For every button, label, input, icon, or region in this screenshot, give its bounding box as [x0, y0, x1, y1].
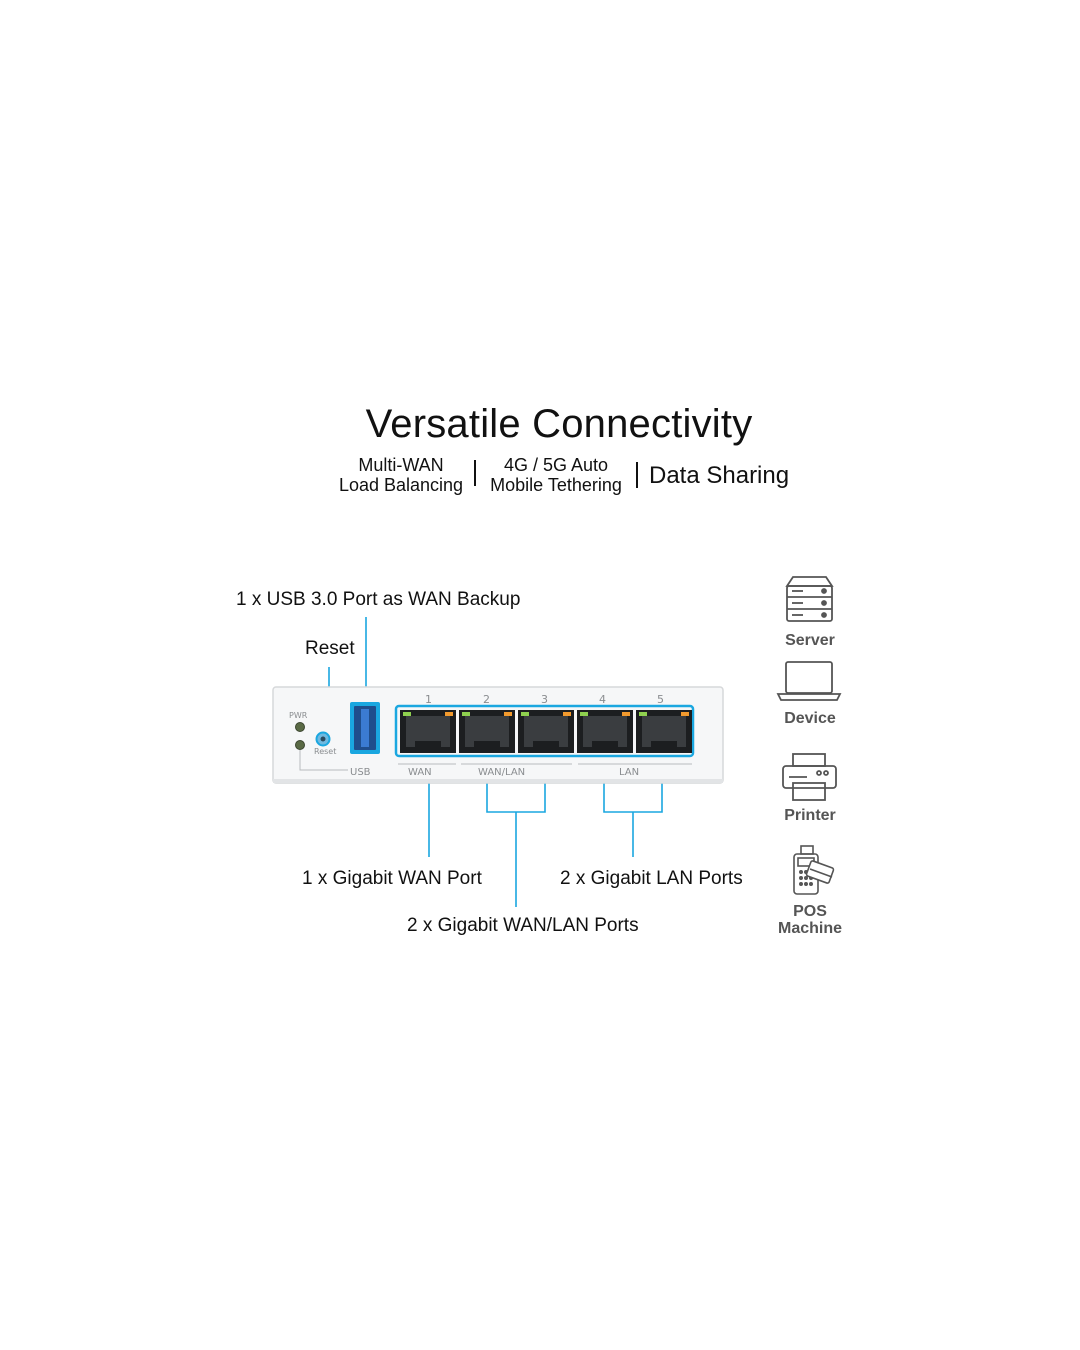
server-icon	[785, 576, 834, 622]
ethernet-ports-highlight	[394, 704, 695, 758]
server-label: Server	[785, 632, 835, 649]
usb-port-tongue	[361, 709, 369, 747]
feature-line: 4G / 5G Auto	[503, 455, 609, 475]
pos-label-line2: Machine	[777, 920, 842, 937]
feature-data-sharing: Data Sharing	[649, 462, 790, 489]
router-base	[273, 779, 723, 783]
callout-wanlan: 2 x Gigabit WAN/LAN Ports	[407, 915, 639, 936]
reset-pinhole	[320, 736, 326, 742]
callout-usb: 1 x USB 3.0 Port as WAN Backup	[236, 589, 521, 610]
feature-line: Load Balancing	[338, 475, 464, 495]
ethernet-port-1[interactable]	[400, 710, 456, 753]
pos-machine-label: POS Machine	[760, 903, 860, 937]
pos-terminal-icon	[793, 845, 835, 895]
status-led	[295, 740, 305, 750]
page-title: Versatile Connectivity	[365, 402, 753, 446]
laptop-icon	[776, 661, 842, 701]
ethernet-port-3[interactable]	[518, 710, 574, 753]
callout-lan: 2 x Gigabit LAN Ports	[560, 868, 743, 889]
usb-label: USB	[350, 767, 371, 778]
callout-reset: Reset	[305, 638, 355, 659]
pos-label-line1: POS	[793, 903, 827, 920]
wanlan-label: WAN/LAN	[478, 767, 525, 778]
feature-mobile-tethering: 4G / 5G Auto Mobile Tethering	[484, 455, 628, 495]
port-number: 5	[657, 693, 664, 706]
port-number: 2	[483, 693, 490, 706]
port-number: 3	[541, 693, 548, 706]
printer-label: Printer	[784, 807, 836, 824]
separator	[636, 462, 638, 488]
callout-wan: 1 x Gigabit WAN Port	[302, 868, 482, 889]
separator	[474, 460, 476, 486]
pwr-led	[295, 722, 305, 732]
port-number: 4	[599, 693, 606, 706]
printer-icon	[782, 753, 837, 801]
lan-label: LAN	[619, 767, 639, 778]
ethernet-port-5[interactable]	[636, 710, 692, 753]
feature-multi-wan: Multi-WAN Load Balancing	[336, 455, 466, 495]
reset-label: Reset	[314, 747, 336, 756]
ethernet-port-2[interactable]	[459, 710, 515, 753]
feature-line: Mobile Tethering	[490, 475, 622, 495]
wan-label: WAN	[408, 767, 432, 778]
feature-line: Multi-WAN	[358, 455, 444, 475]
ethernet-port-4[interactable]	[577, 710, 633, 753]
panel-label-lines	[299, 750, 692, 771]
device-label: Device	[784, 710, 836, 727]
port-number: 1	[425, 693, 432, 706]
pwr-label: PWR	[289, 711, 308, 720]
